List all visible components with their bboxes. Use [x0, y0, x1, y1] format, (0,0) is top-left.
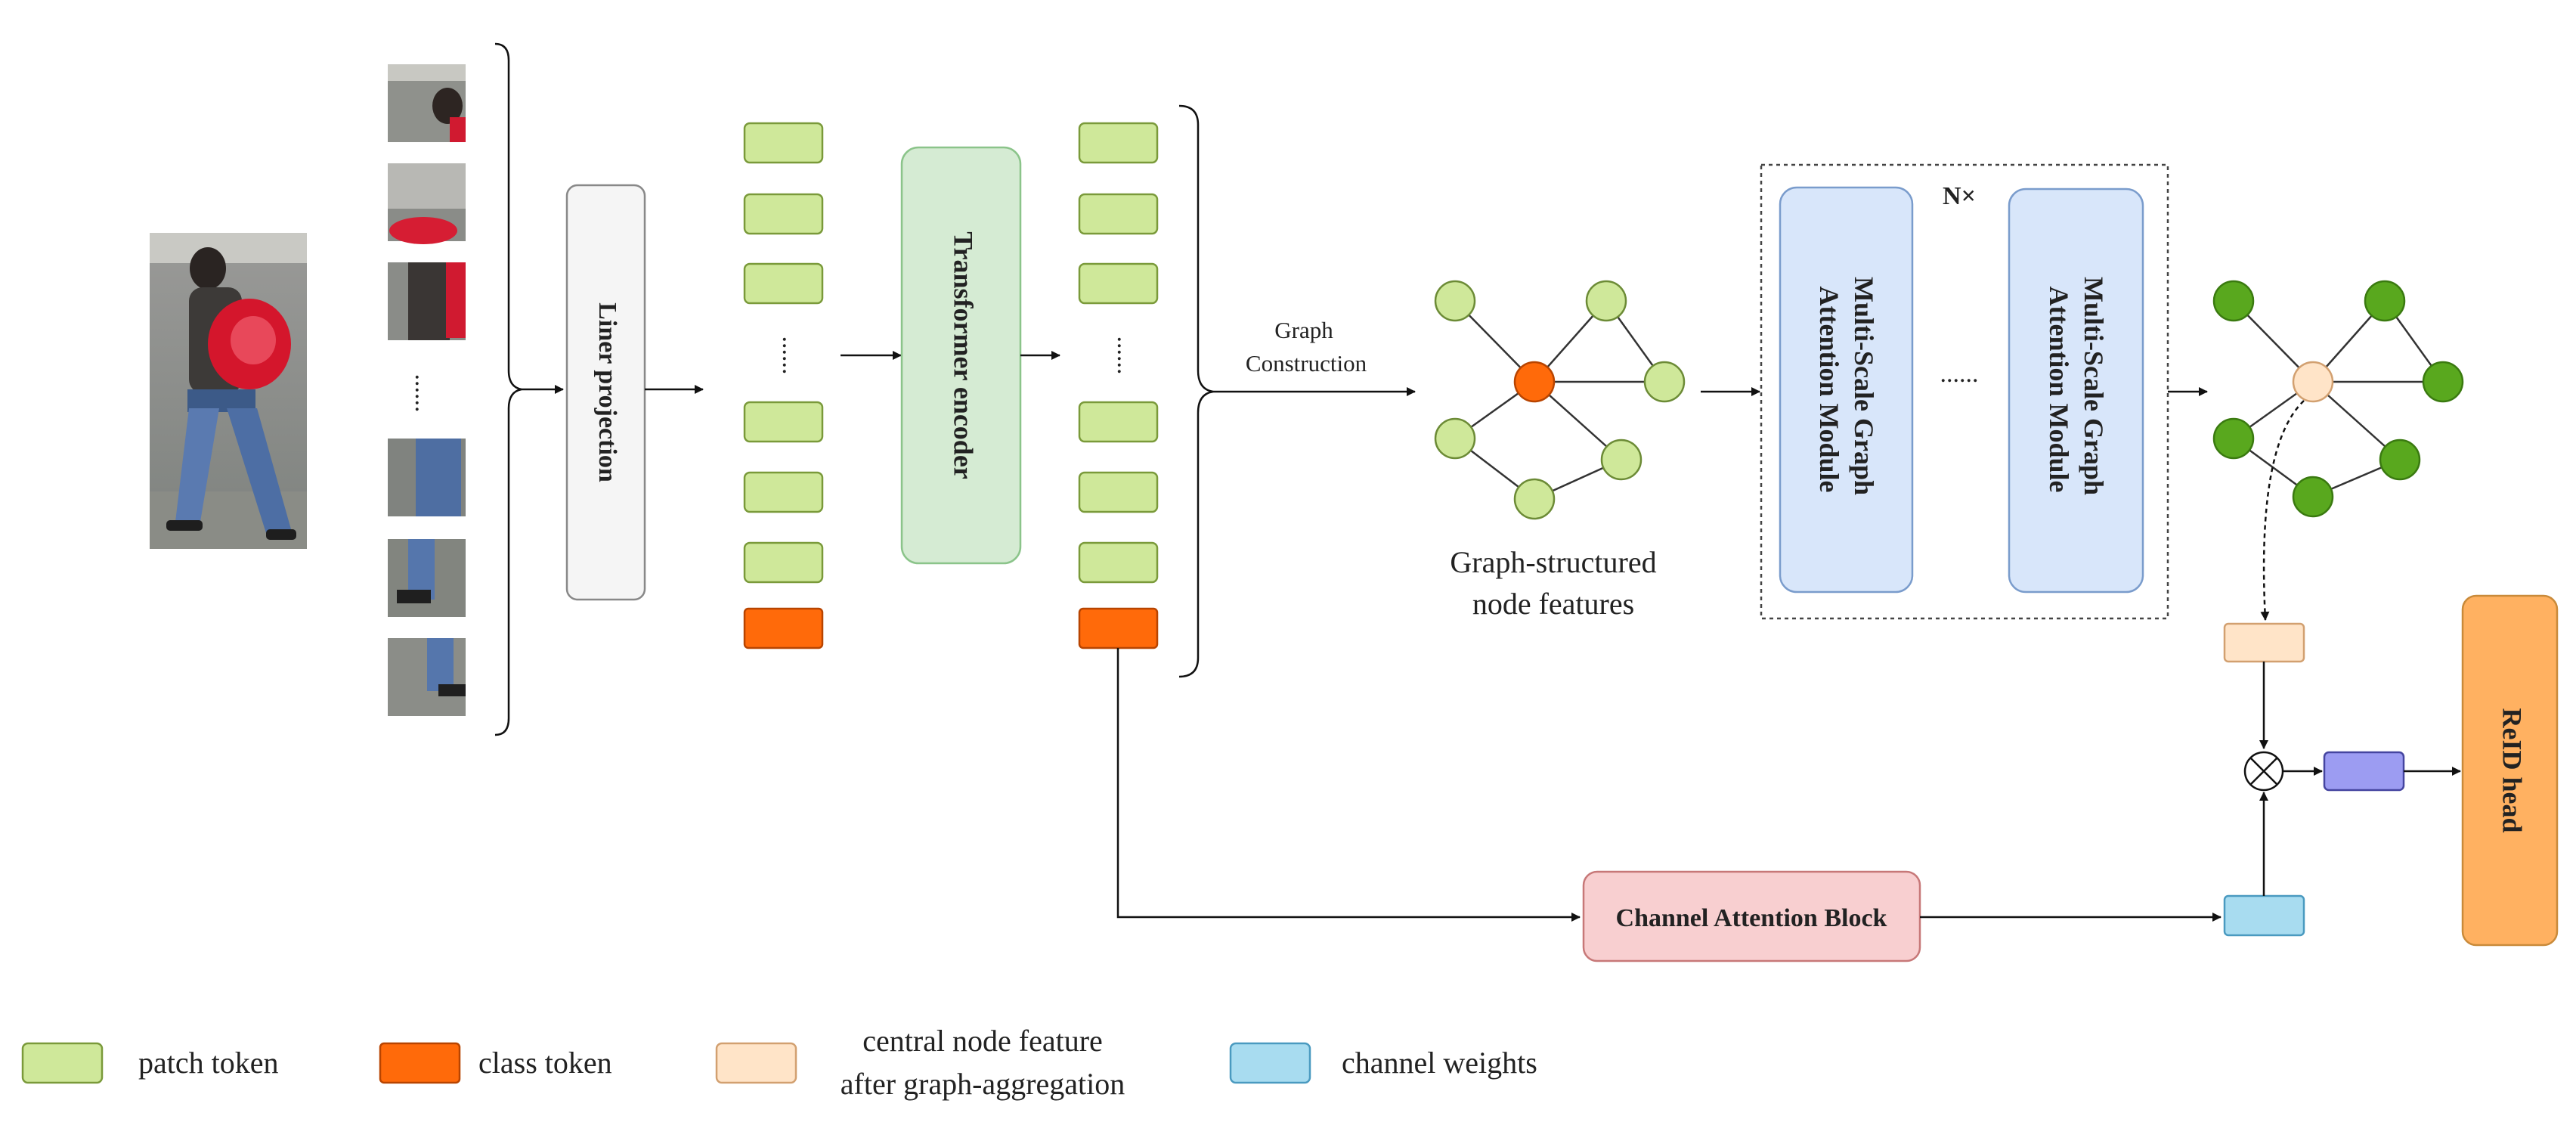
- legend-class-token: class token: [379, 1042, 612, 1084]
- patch-1: [388, 64, 466, 142]
- svg-text:class token: class token: [478, 1046, 612, 1080]
- svg-text:central node feature: central node feature: [862, 1024, 1103, 1058]
- patch-ellipsis: ......: [410, 374, 438, 413]
- graph-structured-label-1: Graph-structured: [1450, 545, 1656, 579]
- reid-head-label: ReID head: [2497, 708, 2528, 832]
- legend: patch token class token central node fea…: [21, 1024, 1537, 1101]
- liner-projection-label: Liner projection: [593, 302, 621, 482]
- output-graph: [2212, 280, 2464, 518]
- svg-text:patch token: patch token: [138, 1046, 279, 1080]
- patch-3: [388, 262, 466, 340]
- patch-5: [388, 539, 466, 617]
- channel-attention-label: Channel Attention Block: [1616, 904, 1887, 932]
- svg-text:Multi-Scale Graph Atte: Multi-Scale Graph Attention Module: [2044, 277, 2109, 502]
- n-times-label: N×: [1943, 182, 1976, 210]
- input-graph: [1434, 280, 1686, 520]
- transformer-encoder-label: Transformer encoder: [949, 231, 979, 479]
- module-ellipsis: ......: [1940, 360, 1979, 388]
- fused-feature-box: [2323, 751, 2405, 792]
- svg-text:after graph-aggregation: after graph-aggregation: [841, 1067, 1125, 1101]
- msg-stack-container: N× Multi-Scale Graph Attention Module ..…: [1760, 163, 2169, 620]
- channel-attention-block: Channel Attention Block: [1582, 870, 1921, 962]
- multiply-operator: [2243, 751, 2284, 792]
- graph-construction-label-2: Construction: [1246, 350, 1367, 377]
- svg-text:......: ......: [1112, 336, 1140, 375]
- msg-module-n: Multi-Scale Graph Attention Module: [2008, 188, 2144, 594]
- legend-channel-weights: channel weights: [1229, 1042, 1537, 1084]
- token-column-input: ......: [743, 122, 824, 649]
- reid-head-block: ReID head: [2461, 594, 2559, 947]
- patch-6: [388, 638, 466, 716]
- input-person-image: [150, 233, 307, 549]
- svg-text:channel weights: channel weights: [1342, 1046, 1537, 1080]
- transformer-encoder-block: Transformer encoder: [900, 146, 1022, 565]
- central-node-feature-box: [2223, 622, 2305, 663]
- liner-projection-block: Liner projection: [565, 184, 646, 601]
- svg-text:......: ......: [777, 336, 805, 375]
- graph-structured-label-2: node features: [1472, 587, 1634, 621]
- svg-text:Multi-Scale Graph Atte: Multi-Scale Graph Attention Module: [1814, 277, 1879, 502]
- msg-module-1: Multi-Scale Graph Attention Module: [1779, 186, 1914, 594]
- graph-construction-label-1: Graph: [1274, 317, 1333, 343]
- patch-4: [388, 439, 466, 516]
- legend-central-node-feature: central node feature after graph-aggrega…: [715, 1024, 1125, 1101]
- channel-weights-box: [2223, 894, 2305, 937]
- patch-2: [388, 163, 466, 244]
- patches-brace: [494, 42, 522, 736]
- image-patches: ......: [388, 64, 466, 716]
- legend-patch-token: patch token: [21, 1042, 279, 1084]
- token-column-output: ......: [1078, 122, 1159, 649]
- tokens-brace: [1178, 104, 1214, 678]
